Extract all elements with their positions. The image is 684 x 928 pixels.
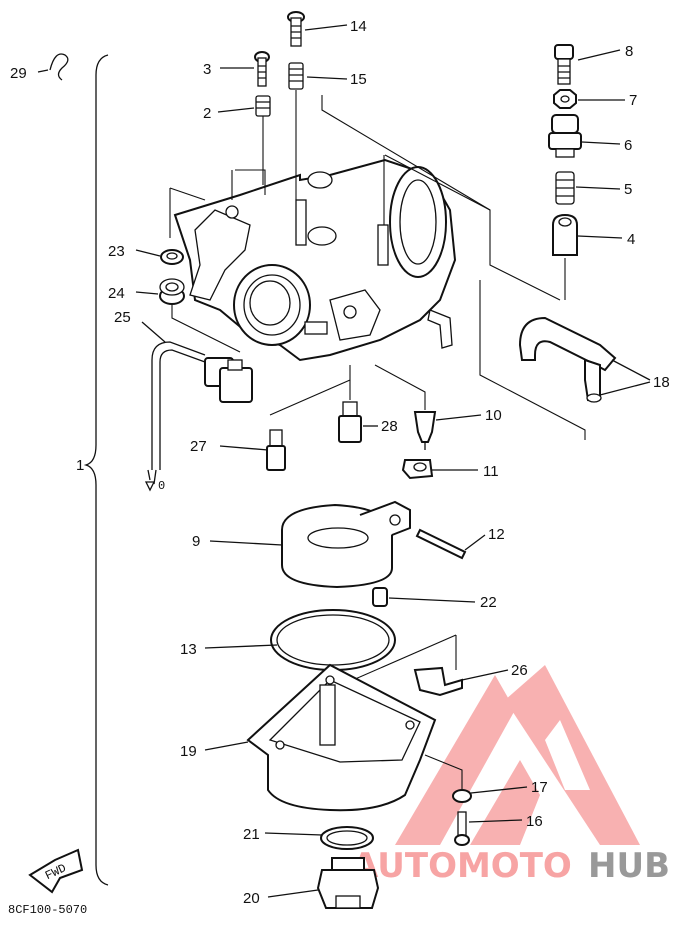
part-4-piston-valve bbox=[552, 213, 578, 256]
callout-1: 1 bbox=[76, 457, 84, 474]
callout-26: 26 bbox=[511, 662, 528, 679]
callout-19: 19 bbox=[180, 743, 197, 760]
callout-29: 29 bbox=[10, 65, 27, 82]
callout-27: 27 bbox=[190, 438, 207, 455]
part-27-jet bbox=[266, 429, 286, 471]
callout-28: 28 bbox=[381, 418, 398, 435]
part-22-jet bbox=[372, 587, 388, 607]
callout-24: 24 bbox=[108, 285, 125, 302]
part-5-spring bbox=[555, 171, 575, 205]
callout-4: 4 bbox=[627, 231, 635, 248]
part-25-wire-switch bbox=[144, 341, 253, 492]
callout-21: 21 bbox=[243, 826, 260, 843]
callout-2: 2 bbox=[203, 105, 211, 122]
part-14-screw bbox=[287, 11, 305, 47]
callout-8: 8 bbox=[625, 43, 633, 60]
callout-7: 7 bbox=[629, 92, 637, 109]
part-24-spring bbox=[159, 278, 185, 305]
exploded-guide-lines bbox=[169, 90, 586, 790]
assembly-brace bbox=[83, 54, 109, 886]
part-13-gasket bbox=[270, 609, 396, 671]
part-10-needle-valve bbox=[413, 411, 437, 450]
leader-lines bbox=[37, 24, 651, 898]
part-19-float-bowl bbox=[246, 663, 437, 812]
carburetor-body bbox=[173, 158, 457, 362]
callout-22: 22 bbox=[480, 594, 497, 611]
callout-16: 16 bbox=[526, 813, 543, 830]
callout-12: 12 bbox=[488, 526, 505, 543]
part-28-jet bbox=[338, 401, 362, 443]
callout-13: 13 bbox=[180, 641, 197, 658]
callout-14: 14 bbox=[350, 18, 367, 35]
part-6-fitting bbox=[548, 114, 582, 158]
callout-11: 11 bbox=[483, 463, 499, 480]
callout-20: 20 bbox=[243, 890, 260, 907]
part-26-bracket bbox=[413, 666, 463, 697]
part-15-spring bbox=[288, 62, 304, 90]
part-12-pin bbox=[415, 528, 467, 560]
part-23-washer bbox=[160, 249, 184, 265]
diagram-code: 8CF100-5070 bbox=[8, 903, 87, 917]
part-29-clip bbox=[49, 53, 69, 81]
callout-10: 10 bbox=[485, 407, 502, 424]
watermark-text-part2: HUB bbox=[588, 846, 670, 886]
part-8-screw bbox=[554, 44, 574, 85]
callout-18: 18 bbox=[653, 374, 670, 391]
callout-17: 17 bbox=[531, 779, 548, 796]
part-21-o-ring bbox=[320, 826, 374, 850]
part-16-screw bbox=[454, 811, 470, 846]
callout-9: 9 bbox=[192, 533, 200, 550]
part-11-clip bbox=[401, 459, 434, 480]
callout-3: 3 bbox=[203, 61, 211, 78]
callout-23: 23 bbox=[108, 243, 125, 260]
callout-15: 15 bbox=[350, 71, 367, 88]
part-7-nut bbox=[553, 89, 577, 109]
watermark-text-part1: AUTOMOTO bbox=[352, 846, 572, 886]
callout-25: 25 bbox=[114, 309, 131, 326]
callout-6: 6 bbox=[624, 137, 632, 154]
watermark-logo-icon bbox=[395, 665, 640, 845]
wire-end-label: 0 bbox=[158, 479, 165, 493]
part-3-screw bbox=[254, 51, 270, 87]
callout-5: 5 bbox=[624, 181, 632, 198]
part-18-hoses bbox=[518, 316, 617, 403]
part-2-spring bbox=[255, 95, 271, 117]
part-17-washer bbox=[452, 789, 472, 803]
fwd-arrow-icon bbox=[28, 848, 84, 894]
part-9-float bbox=[281, 500, 411, 589]
part-20-drain-plug bbox=[316, 857, 380, 909]
callout-labels: 14 15 3 2 8 7 6 5 4 18 23 24 29 25 1 27 … bbox=[10, 18, 670, 907]
